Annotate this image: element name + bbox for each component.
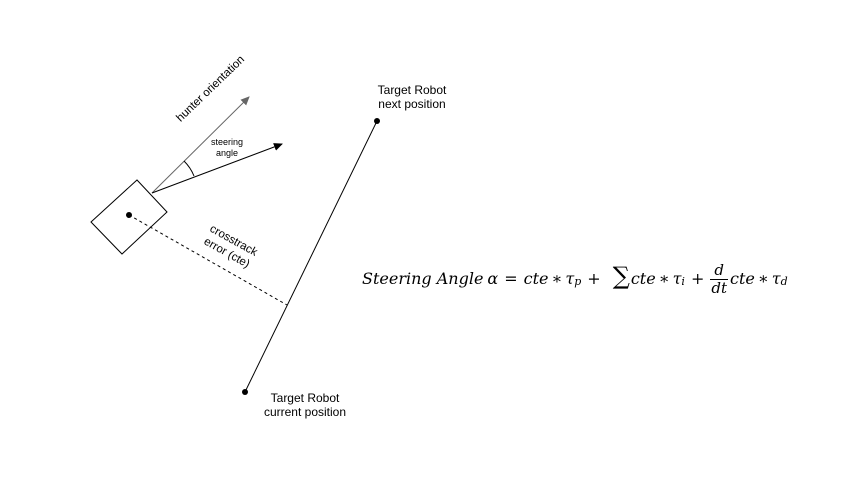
formula-times-i: ∗ — [658, 268, 670, 288]
target-current-position-label: Target Robot current position — [250, 391, 360, 419]
formula-cte-p: cte — [523, 268, 549, 288]
target-next-line1: Target Robot — [377, 83, 447, 97]
target-current-line1: Target Robot — [270, 391, 340, 405]
target-next-position-dot — [374, 118, 380, 124]
steering-angle-line1: steering — [210, 137, 244, 147]
formula-equals: = — [504, 268, 518, 288]
formula-sum-symbol: ∑ — [612, 262, 630, 290]
formula-sub-i: i — [681, 274, 685, 288]
formula-plus-2: + — [690, 268, 705, 288]
formula-lhs: Steering Angle — [362, 268, 484, 288]
formula-cte-i: cte — [630, 268, 656, 288]
target-next-position-label: Target Robot next position — [362, 83, 462, 111]
steering-angle-line2: angle — [215, 148, 239, 158]
formula-times-p: ∗ — [551, 268, 563, 288]
formula-sub-d: d — [780, 274, 788, 288]
formula-tau-p: τ — [565, 268, 575, 288]
steering-angle-arc — [183, 160, 195, 177]
formula-cte-d: cte — [730, 268, 755, 288]
steering-angle-label: steering angle — [196, 137, 258, 159]
hunter-orientation-arrow — [151, 96, 250, 194]
formula-derivative-numerator: d — [714, 260, 724, 279]
formula-tau-d: τ — [771, 268, 781, 288]
target-current-position-dot — [242, 389, 248, 395]
formula-plus-1: + — [587, 268, 601, 288]
formula-derivative-fraction: d dt — [710, 260, 728, 297]
target-robot-path-line — [244, 120, 378, 393]
hunter-robot-body — [90, 179, 168, 255]
steering-direction-arrow — [151, 143, 283, 194]
formula-alpha: α — [487, 268, 499, 288]
target-next-line2: next position — [378, 97, 446, 111]
target-current-line2: current position — [263, 405, 347, 419]
crosstrack-error-line — [128, 214, 288, 306]
formula-derivative-denominator: dt — [710, 278, 728, 297]
formula-tau-i: τ — [672, 268, 682, 288]
formula-sub-p: p — [574, 274, 582, 288]
formula-times-d: ∗ — [757, 268, 769, 288]
